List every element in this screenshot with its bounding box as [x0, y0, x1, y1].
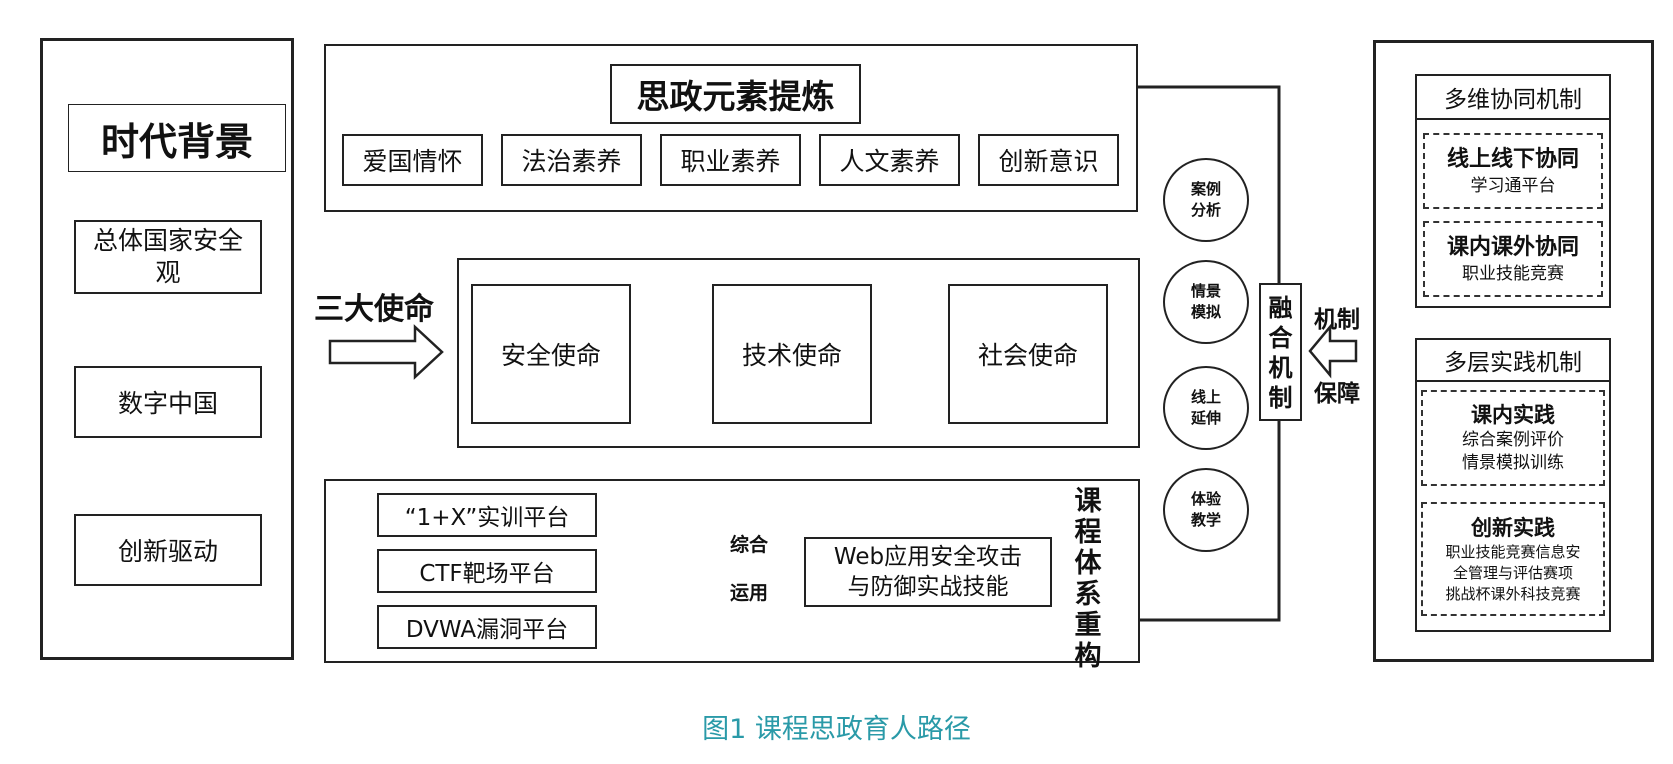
ideology-element-innovation: 创新意识: [978, 134, 1119, 186]
method-online-extension: 线上 延伸: [1163, 366, 1249, 450]
era-background-title: 时代背景: [68, 104, 286, 172]
vertical-char: 合: [1268, 324, 1293, 352]
ideology-element-professionalism: 职业素养: [660, 134, 801, 186]
vertical-char: 融: [1268, 294, 1293, 322]
collab-mechanism-title: 多维协同机制: [1415, 76, 1611, 120]
method-experiential-teaching: 体验 教学: [1163, 468, 1249, 552]
method-case-analysis: 案例 分析: [1163, 158, 1249, 242]
vertical-char: 课: [1074, 486, 1102, 517]
platform-ctf-range: CTF靶场平台: [377, 549, 597, 593]
guarantee-label-1: 机制: [1314, 307, 1360, 333]
missions-arrow: [328, 324, 444, 380]
vertical-char: 程: [1074, 517, 1102, 548]
vertical-char: 系: [1074, 579, 1102, 610]
apply-label: 运用: [730, 582, 769, 604]
figure-caption: 图1 课程思政育人路径: [702, 714, 971, 745]
skill-line-1: Web应用安全攻击: [833, 544, 1023, 570]
practice-mechanism-title: 多层实践机制: [1415, 340, 1611, 382]
era-item-innovation: 创新驱动: [74, 514, 262, 586]
fusion-mechanism-box: 融合机制: [1259, 283, 1302, 421]
mission-technology: 技术使命: [712, 284, 872, 424]
ideology-title: 思政元素提炼: [610, 64, 861, 124]
web-security-skill-box: Web应用安全攻击 与防御实战技能: [804, 537, 1052, 607]
course-reconstruction-label: 课程体系重构: [1068, 486, 1108, 672]
era-item-digital-china: 数字中国: [74, 366, 262, 438]
guarantee-label-2: 保障: [1314, 381, 1360, 407]
practice-innovation: 创新实践 职业技能竞赛信息安 全管理与评估赛项 挑战杯课外科技竞赛: [1421, 502, 1605, 616]
ideology-element-patriotism: 爱国情怀: [342, 134, 483, 186]
combine-label: 综合: [730, 534, 769, 556]
platform-dvwa: DVWA漏洞平台: [377, 605, 597, 649]
vertical-char: 机: [1268, 354, 1293, 382]
ideology-element-humanities: 人文素养: [819, 134, 960, 186]
vertical-char: 重: [1074, 610, 1102, 641]
method-scenario-simulation: 情景 模拟: [1163, 260, 1249, 344]
platform-1x-training: “1+X”实训平台: [377, 493, 597, 537]
vertical-char: 构: [1074, 641, 1102, 672]
mission-society: 社会使命: [948, 284, 1108, 424]
guarantee-arrow: [1308, 323, 1358, 379]
mission-security: 安全使命: [471, 284, 631, 424]
collab-in-out-class: 课内课外协同 职业技能竞赛: [1423, 221, 1603, 297]
vertical-char: 体: [1074, 548, 1102, 579]
ideology-element-rule-of-law: 法治素养: [501, 134, 642, 186]
skill-line-2: 与防御实战技能: [847, 574, 1009, 600]
collab-online-offline: 线上线下协同 学习通平台: [1423, 133, 1603, 209]
era-item-national-security: 总体国家安全观: [74, 220, 262, 294]
missions-label: 三大使命: [314, 292, 434, 327]
vertical-char: 制: [1268, 384, 1293, 412]
practice-in-class: 课内实践 综合案例评价 情景模拟训练: [1421, 390, 1605, 486]
